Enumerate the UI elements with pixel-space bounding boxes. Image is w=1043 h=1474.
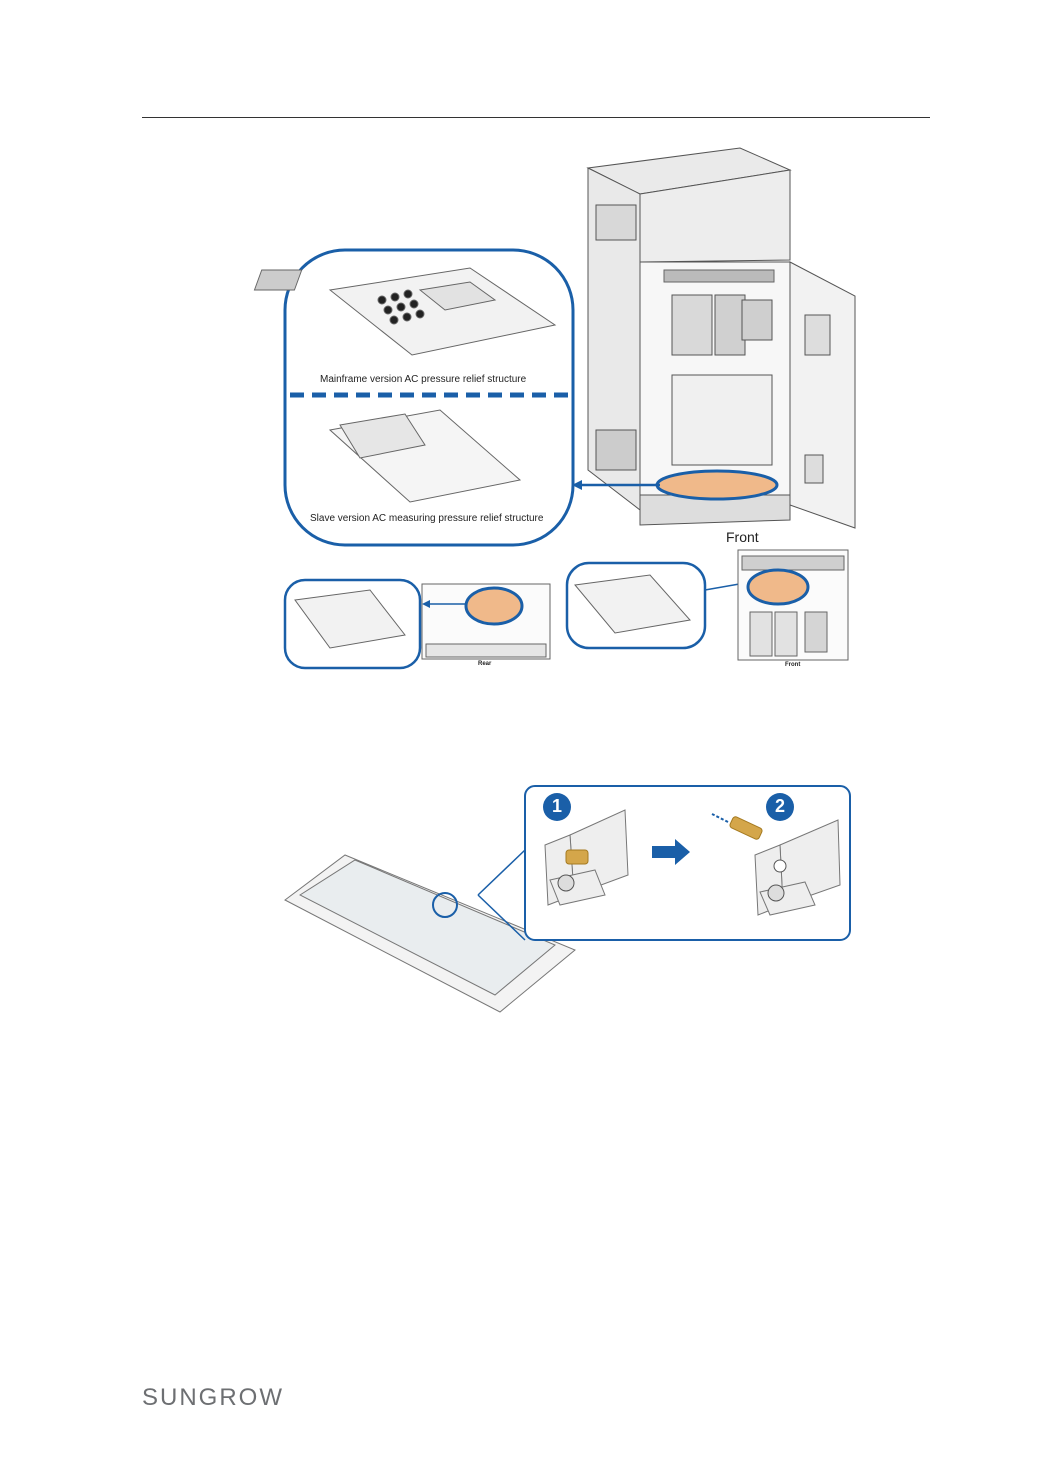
step2-number: 2 [770,796,790,817]
figure-screw-removal [0,0,1043,1030]
step1-number: 1 [547,796,567,817]
sungrow-logo: SUNGROW [142,1384,284,1412]
